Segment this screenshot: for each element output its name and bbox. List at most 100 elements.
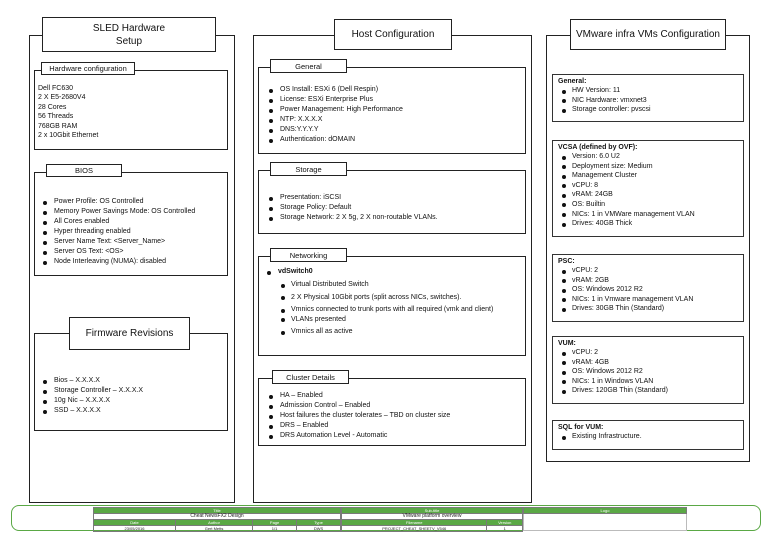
list-item: NTP: X.X.X.X — [268, 115, 403, 125]
networking-label: Networking — [270, 248, 347, 262]
list-item: Virtual Distributed Switch — [277, 280, 493, 290]
list-item: 28 Cores — [38, 103, 67, 111]
vcsa-heading: VCSA (defined by OVF): — [558, 144, 638, 151]
networking-switch: vdSwitch0 — [266, 267, 313, 277]
list-item: Hyper threading enabled — [42, 227, 195, 237]
list-item: Drives: 40GB Thick — [558, 219, 738, 229]
list-item: Dell FC630 — [38, 85, 74, 92]
vswitch-name: vdSwitch0 — [266, 267, 313, 277]
list-item: NICs: 1 in Vmware management VLAN — [558, 295, 738, 305]
storage-label: Storage — [270, 162, 347, 176]
list-item: Storage Policy: Default — [268, 203, 438, 213]
vum-box: VUM: vCPU: 2 vRAM: 4GB OS: Windows 2012 … — [552, 336, 744, 404]
storage-list: Presentation: iSCSI Storage Policy: Defa… — [268, 193, 438, 223]
list-item: 2 x 10Gbit Ethernet — [38, 132, 99, 140]
sql-list: Existing Infrastructure. — [558, 432, 738, 442]
filename-value: PROJECT_CHEAT_SHEETV_V546 — [340, 525, 488, 532]
version-value: 1 — [486, 525, 523, 532]
bios-list: Power Profile: OS Controlled Memory Powe… — [42, 197, 195, 267]
type-value: DWS — [296, 525, 341, 532]
list-item: 56 Threads — [38, 113, 74, 121]
list-item: Admission Control – Enabled — [268, 401, 450, 411]
list-item: Drives: 30GB Thin (Standard) — [558, 304, 738, 314]
list-item: 768GB RAM — [38, 122, 78, 130]
list-item: SSD – X.X.X.X — [42, 406, 143, 416]
psc-box: PSC: vCPU: 2 vRAM: 2GB OS: Windows 2012 … — [552, 254, 744, 322]
list-item: 2 X Physical 10Gbit ports (split across … — [277, 293, 493, 303]
list-item: Storage controller: pvscsi — [558, 105, 738, 115]
list-item: vCPU: 2 — [558, 266, 738, 276]
list-item: Vmnics all as active — [277, 327, 493, 337]
firmware-list: Bios – X.X.X.X Storage Controller – X.X.… — [42, 376, 143, 416]
list-item: Storage Controller – X.X.X.X — [42, 386, 143, 396]
list-item: vRAM: 2GB — [558, 276, 738, 286]
page-value: 1/1 — [252, 525, 298, 532]
title-block-middle: Sub-title VMware platform overview Filen… — [340, 507, 523, 532]
list-item-continued: VLANs presented — [277, 315, 493, 325]
list-item: Bios – X.X.X.X — [42, 376, 143, 386]
list-item: Authentication: dOMAIN — [268, 135, 403, 145]
list-item: NICs: 1 in Windows VLAN — [558, 377, 738, 387]
general-box — [258, 67, 526, 154]
list-item: Drives: 120GB Thin (Standard) — [558, 386, 738, 396]
networking-box — [258, 256, 526, 356]
list-item: License: ESXi Enterprise Plus — [268, 95, 403, 105]
storage-box — [258, 170, 526, 234]
hardware-config-list: Dell FC630 2 X E5-2680V4 28 Cores 56 Thr… — [38, 84, 98, 140]
bios-box — [34, 172, 228, 276]
list-item: HW Version: 11 — [558, 86, 738, 96]
list-item: Version: 6.0 U2 — [558, 152, 738, 162]
vmware-infra-title: VMware infra VMs Configuration — [570, 19, 726, 50]
list-item: 10g Nic – X.X.X.X — [42, 396, 143, 406]
list-item: OS: Builtin — [558, 200, 738, 210]
list-item: Server OS Text: <OS> — [42, 247, 195, 257]
hardware-config-label: Hardware configuration — [41, 62, 135, 75]
date-value: 23/05/2016 — [93, 525, 176, 532]
list-item: 2 X E5-2680V4 — [38, 94, 86, 102]
list-item: NIC Hardware: vmxnet3 — [558, 96, 738, 106]
logo-area — [523, 513, 687, 531]
vm-general-box: General: HW Version: 11 NIC Hardware: vm… — [552, 74, 744, 122]
vm-general-heading: General: — [558, 78, 587, 85]
list-item: Power Management: High Performance — [268, 105, 403, 115]
list-item: HA – Enabled — [268, 391, 450, 401]
sql-box: SQL for VUM: Existing Infrastructure. — [552, 420, 744, 450]
list-item: vCPU: 2 — [558, 348, 738, 358]
list-item: Vmnics connected to trunk ports with all… — [277, 305, 493, 315]
vcsa-list: Version: 6.0 U2 Deployment size: Medium … — [558, 152, 738, 229]
psc-heading: PSC: — [558, 258, 575, 265]
vcsa-box: VCSA (defined by OVF): Version: 6.0 U2 D… — [552, 140, 744, 237]
list-item: Deployment size: Medium — [558, 162, 738, 172]
list-item: Management Cluster — [558, 171, 738, 181]
networking-list: Virtual Distributed Switch 2 X Physical … — [277, 280, 493, 337]
firmware-title: Firmware Revisions — [69, 317, 190, 350]
general-label: General — [270, 59, 347, 73]
cluster-list: HA – Enabled Admission Control – Enabled… — [268, 391, 450, 441]
cluster-label: Cluster Details — [272, 370, 349, 384]
list-item: Node Interleaving (NUMA): disabled — [42, 257, 195, 267]
list-item: OS Install: ESXi 6 (Dell Respin) — [268, 85, 403, 95]
list-item: OS: Windows 2012 R2 — [558, 367, 738, 377]
hardware-config-box — [34, 70, 228, 150]
list-item: vCPU: 8 — [558, 181, 738, 191]
bios-label: BIOS — [46, 164, 122, 177]
list-item: OS: Windows 2012 R2 — [558, 285, 738, 295]
list-item: All Cores enabled — [42, 217, 195, 227]
author-value: Gert Metts — [174, 525, 254, 532]
list-item: vRAM: 4GB — [558, 358, 738, 368]
host-config-title: Host Configuration — [334, 19, 452, 50]
list-item: Existing Infrastructure. — [558, 432, 738, 442]
list-item: Host failures the cluster tolerates – TB… — [268, 411, 450, 421]
list-item: NICs: 1 in VMWare management VLAN — [558, 210, 738, 220]
list-item: Server Name Text: <Server_Name> — [42, 237, 195, 247]
sql-heading: SQL for VUM: — [558, 424, 604, 431]
general-list: OS Install: ESXi 6 (Dell Respin) License… — [268, 85, 403, 145]
vum-list: vCPU: 2 vRAM: 4GB OS: Windows 2012 R2 NI… — [558, 348, 738, 396]
list-item: Presentation: iSCSI — [268, 193, 438, 203]
psc-list: vCPU: 2 vRAM: 2GB OS: Windows 2012 R2 NI… — [558, 266, 738, 314]
vum-heading: VUM: — [558, 340, 576, 347]
list-item: Storage Network: 2 X 5g, 2 X non-routabl… — [268, 213, 438, 223]
list-item: Memory Power Savings Mode: OS Controlled — [42, 207, 195, 217]
sled-hardware-title: SLED Hardware Setup — [42, 17, 216, 52]
list-item: DRS Automation Level - Automatic — [268, 431, 450, 441]
